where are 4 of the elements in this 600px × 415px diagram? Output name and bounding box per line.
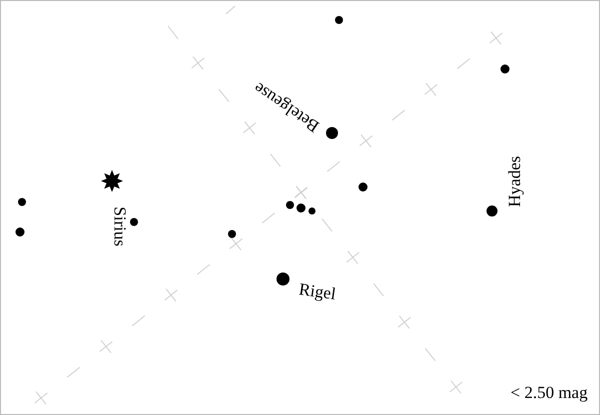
magnitude-limit-note: < 2.50 mag <box>510 384 588 400</box>
star-name: Sirius <box>111 206 128 246</box>
star-name: Rigel <box>298 280 336 302</box>
star-name: Hyades <box>506 156 522 206</box>
